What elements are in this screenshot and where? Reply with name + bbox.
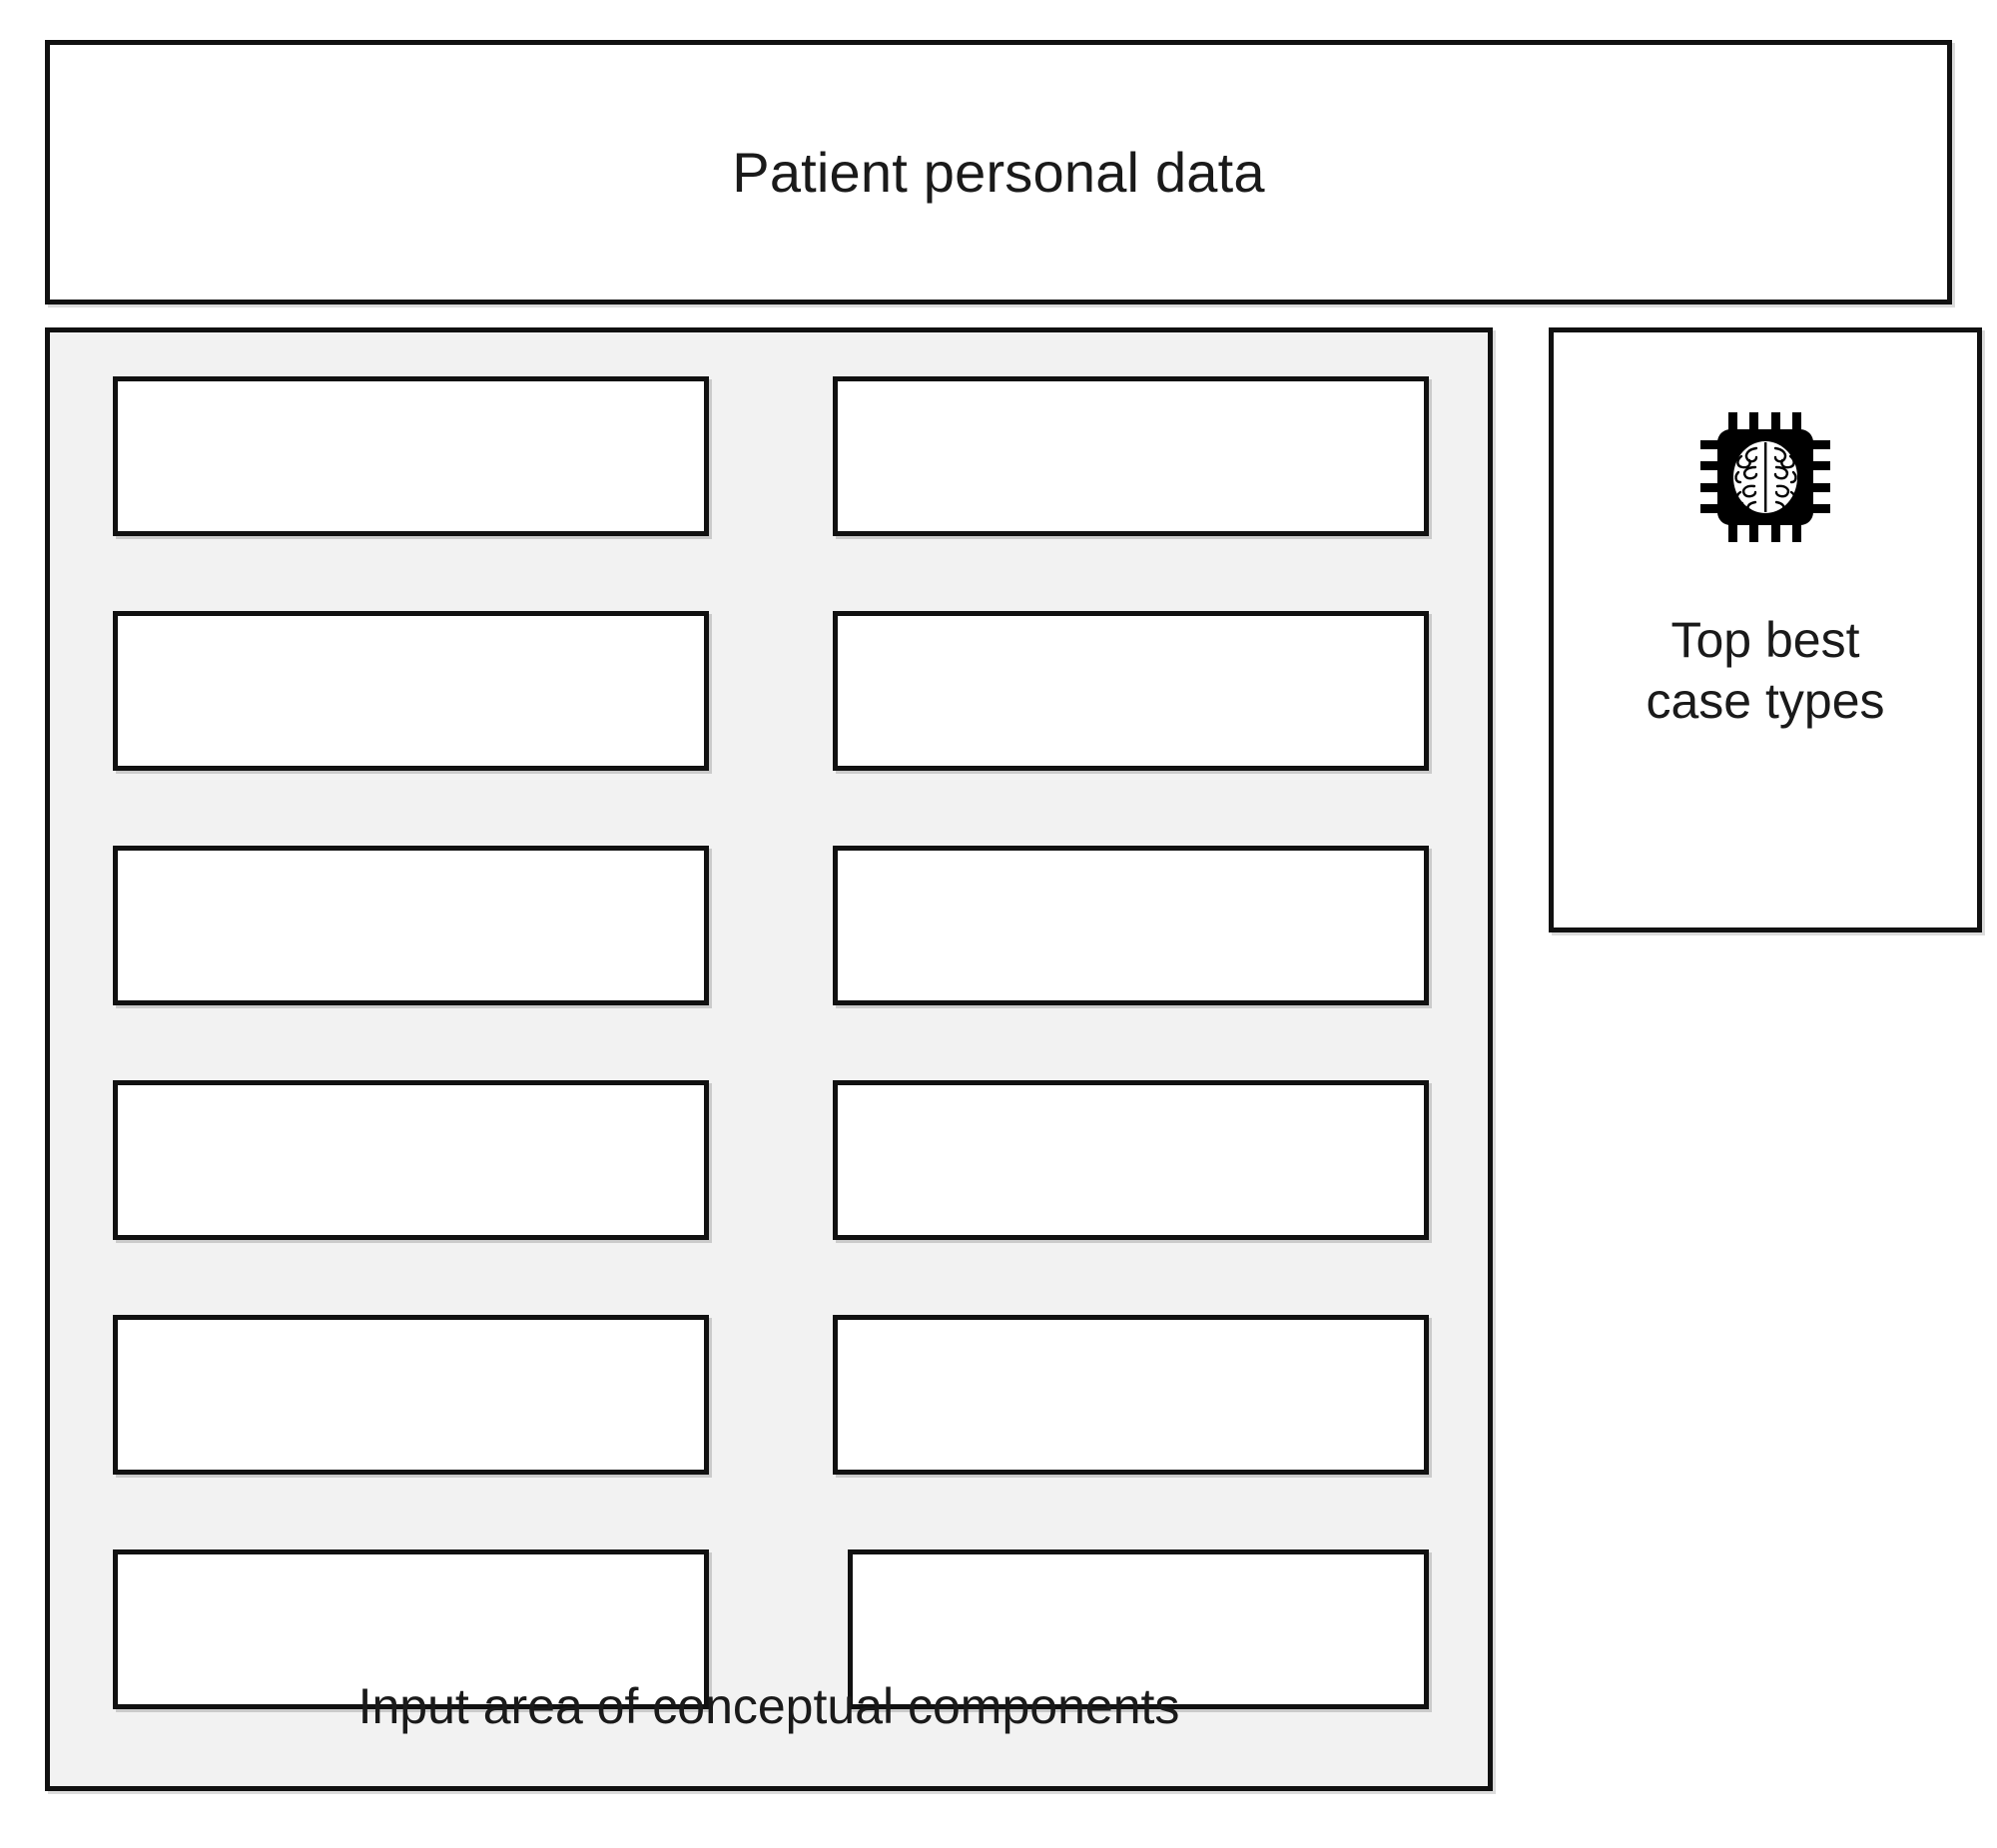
component-input-slot-8[interactable] [833,1080,1429,1240]
component-input-slot-10[interactable] [833,1315,1429,1475]
grid-cell [113,1549,772,1709]
grid-cell [113,1315,772,1475]
grid-cell [772,376,1429,536]
grid-cell [772,1080,1429,1240]
grid-cell [113,611,772,771]
component-input-slot-9[interactable] [113,1315,709,1475]
input-area-caption: Input area of conceptual components [357,1678,1180,1734]
component-input-slot-1[interactable] [113,376,709,536]
grid-cell [772,611,1429,771]
component-input-slot-2[interactable] [833,376,1429,536]
top-best-case-types-label: Top best case types [1646,612,1885,729]
component-input-slot-12[interactable] [848,1549,1429,1709]
component-input-slot-5[interactable] [113,846,709,1005]
grid-cell [113,1080,772,1240]
input-area-panel: Input area of conceptual components [45,327,1493,1791]
component-input-slot-7[interactable] [113,1080,709,1240]
grid-cell [772,1315,1429,1475]
grid-cell [113,376,772,536]
patient-personal-data-panel[interactable]: Patient personal data [45,40,1952,305]
grid-cell [113,846,772,1005]
grid-cell [772,846,1429,1005]
component-input-slot-11[interactable] [113,1549,709,1709]
conceptual-component-grid [113,376,1429,1709]
page-title: Patient personal data [732,140,1265,204]
top-best-case-types-panel[interactable]: Top best case types [1549,327,1982,932]
component-input-slot-3[interactable] [113,611,709,771]
component-input-slot-6[interactable] [833,846,1429,1005]
brain-chip-icon [1698,410,1832,544]
component-input-slot-4[interactable] [833,611,1429,771]
grid-cell [772,1549,1429,1709]
